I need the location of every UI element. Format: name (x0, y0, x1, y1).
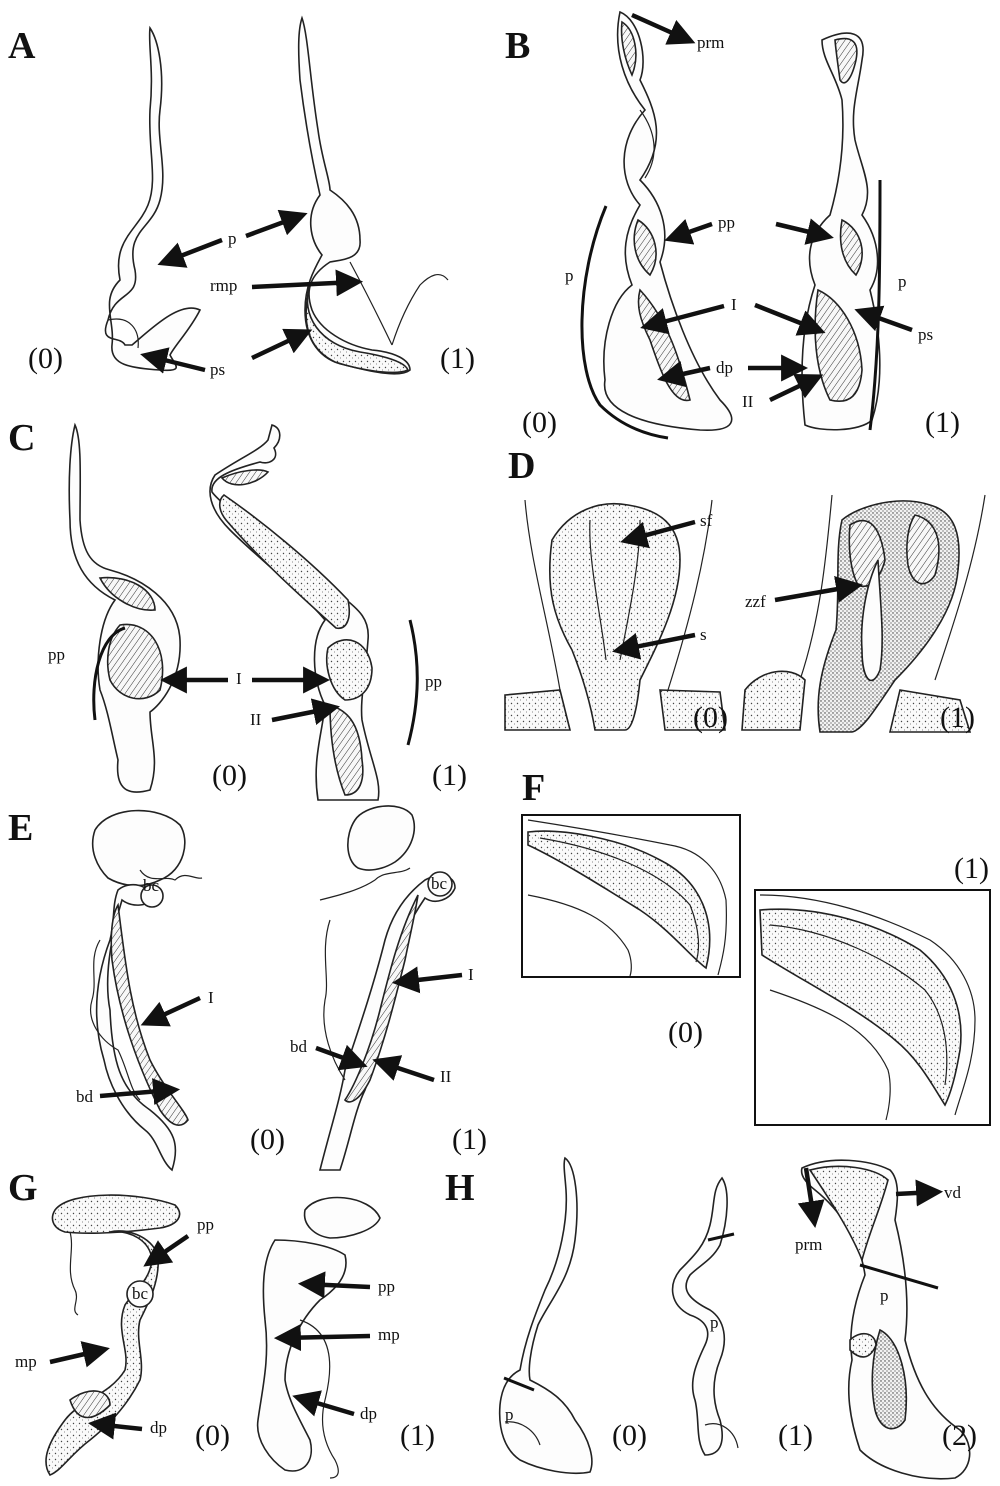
panel-letter-d: D (508, 445, 535, 487)
panel-letter-g: G (8, 1167, 38, 1209)
panel-a-drawing-0 (105, 28, 200, 370)
state-b-1: (1) (925, 406, 960, 439)
label-d-zzf: zzf (745, 592, 766, 611)
state-f-1: (1) (954, 852, 989, 885)
label-e-bc-left: bc (143, 876, 160, 895)
label-e-bd-right: bd (290, 1037, 308, 1056)
arrow-g-pp-right (306, 1284, 370, 1287)
state-b-0: (0) (522, 406, 557, 439)
panel-letter-h: H (445, 1167, 475, 1209)
label-g-pp-left: pp (197, 1215, 214, 1234)
state-d-0: (0) (693, 701, 728, 734)
arrow-g-mp-left (50, 1350, 102, 1362)
label-b-prm: prm (697, 33, 724, 52)
panel-g: G pp pp bc mp mp dp dp (0) (1) (8, 1167, 435, 1478)
label-c-II: II (250, 710, 262, 729)
panel-f: F (0) (1) (522, 767, 990, 1125)
label-b-p-right: p (898, 272, 907, 291)
label-h-prm: prm (795, 1235, 822, 1254)
arrow-b-prm (632, 15, 688, 40)
panel-h-drawing-0 (500, 1158, 592, 1473)
panel-letter-c: C (8, 417, 35, 459)
label-b-I: I (731, 295, 737, 314)
label-e-I-left: I (208, 988, 214, 1007)
label-b-p-left: p (565, 266, 574, 285)
panel-d-drawing-0 (505, 500, 725, 730)
label-e-bd-left: bd (76, 1087, 94, 1106)
state-h-0: (0) (612, 1419, 647, 1452)
panel-a: A p rmp ps (0) (1) (8, 18, 475, 379)
panel-e-drawing-1 (320, 806, 455, 1170)
arrow-e-I-left (148, 998, 200, 1022)
label-g-pp-right: pp (378, 1277, 395, 1296)
label-c-I: I (236, 669, 242, 688)
arrow-e-II (380, 1062, 434, 1080)
label-h-p1: p (505, 1405, 514, 1424)
label-h-p3: p (880, 1286, 889, 1305)
state-d-1: (1) (940, 701, 975, 734)
state-g-1: (1) (400, 1419, 435, 1452)
label-g-dp-left: dp (150, 1418, 167, 1437)
label-h-p2: p (710, 1313, 719, 1332)
panel-letter-e: E (8, 807, 33, 849)
panel-c: C pp pp I II (0) (1) (8, 417, 467, 800)
panel-e-drawing-0 (91, 811, 202, 1170)
label-e-II: II (440, 1067, 452, 1086)
label-d-s: s (700, 625, 707, 644)
state-c-1: (1) (432, 759, 467, 792)
label-a-ps: ps (210, 360, 225, 379)
label-g-bc: bc (132, 1284, 149, 1303)
label-d-sf: sf (700, 511, 713, 530)
arrow-h-vd (896, 1192, 935, 1194)
label-b-II: II (742, 392, 754, 411)
label-g-dp-right: dp (360, 1404, 377, 1423)
arrow-g-dp-right (300, 1398, 354, 1414)
bracket-c-right (408, 620, 417, 745)
state-g-0: (0) (195, 1419, 230, 1452)
state-c-0: (0) (212, 759, 247, 792)
panel-h-drawing-1 (673, 1178, 738, 1455)
label-a-p: p (228, 229, 237, 248)
panel-d-drawing-1 (742, 495, 985, 732)
arrow-a-p-left (165, 240, 222, 262)
panel-c-drawing-1 (210, 425, 379, 800)
label-g-mp-right: mp (378, 1325, 400, 1344)
state-a-0: (0) (28, 342, 63, 375)
panel-letter-a: A (8, 25, 36, 67)
label-b-ps: ps (918, 325, 933, 344)
label-e-I-right: I (468, 965, 474, 984)
arrow-a-rmp (252, 282, 355, 287)
panel-b-drawing-0 (604, 12, 732, 430)
state-h-2: (2) (942, 1419, 977, 1452)
arrow-a-p-right (246, 216, 300, 236)
panel-b: B prm pp p p I dp II ps (0 (505, 12, 960, 439)
arrow-g-mp-right (282, 1336, 370, 1338)
arrow-e-I-right (400, 975, 462, 982)
label-b-dp: dp (716, 358, 733, 377)
panel-c-drawing-0 (69, 425, 180, 792)
label-c-pp-right: pp (425, 672, 442, 691)
state-h-1: (1) (778, 1419, 813, 1452)
label-g-mp-left: mp (15, 1352, 37, 1371)
panel-letter-f: F (522, 767, 545, 809)
panel-h: H p p p vd prm (0) (1) (2) (445, 1158, 977, 1479)
panel-e: E bc bc I I bd bd II (0) (1) (8, 806, 487, 1170)
label-h-vd: vd (944, 1183, 962, 1202)
panel-letter-b: B (505, 25, 530, 67)
arrow-a-ps-right (252, 333, 305, 358)
state-f-0: (0) (668, 1016, 703, 1049)
state-a-1: (1) (440, 342, 475, 375)
label-c-pp-left: pp (48, 645, 65, 664)
arrow-b-pp-left (672, 224, 712, 238)
label-b-pp: pp (718, 213, 735, 232)
state-e-1: (1) (452, 1123, 487, 1156)
label-a-rmp: rmp (210, 276, 237, 295)
label-e-bc-right: bc (431, 874, 448, 893)
panel-a-drawing-1 (299, 18, 448, 374)
state-e-0: (0) (250, 1123, 285, 1156)
panel-d: D sf s zzf (0) (1) (505, 445, 985, 734)
